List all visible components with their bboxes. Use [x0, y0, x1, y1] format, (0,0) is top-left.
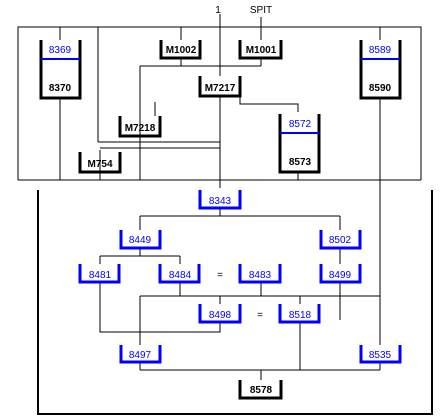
node-label-8502: 8502 [329, 235, 352, 246]
connector-lines [17, 14, 433, 415]
node-label-8343: 8343 [209, 196, 232, 207]
top-label-spit: SPIT [250, 5, 272, 16]
node-8449[interactable]: 8449 [119, 230, 162, 250]
node-label-8535: 8535 [369, 350, 392, 361]
node-label-8483: 8483 [249, 270, 272, 281]
line-8481-to-8498 [99, 282, 221, 333]
node-label-8578: 8578 [250, 385, 273, 396]
node-label-8498: 8498 [209, 310, 232, 321]
node-label-8518: 8518 [289, 310, 312, 321]
outer-bracket [37, 190, 433, 415]
node-label-m1001: M1001 [246, 45, 277, 56]
node-label-8573: 8573 [289, 157, 312, 168]
node-m1001[interactable]: M1001 [238, 40, 283, 60]
node-8518[interactable]: 8518 [278, 304, 321, 324]
node-label-8499: 8499 [329, 270, 352, 281]
node-label-m7218: M7218 [125, 123, 156, 134]
node-label-m7217: M7217 [205, 83, 236, 94]
node-8369-8370[interactable]: 8369 8370 [39, 40, 82, 100]
node-8535[interactable]: 8535 [359, 345, 402, 364]
node-label-8370: 8370 [49, 83, 72, 94]
node-label-m754: M754 [87, 159, 112, 170]
node-8499[interactable]: 8499 [319, 264, 362, 284]
node-label-8481: 8481 [89, 270, 112, 281]
node-8572-8573[interactable]: 8572 8573 [278, 114, 321, 174]
node-label-8572: 8572 [289, 119, 312, 130]
line-m7217-to-8572 [239, 76, 299, 112]
node-label-8484: 8484 [169, 270, 192, 281]
node-8502[interactable]: 8502 [319, 230, 362, 250]
node-8498[interactable]: 8498 [198, 304, 242, 324]
node-8497[interactable]: 8497 [119, 345, 162, 364]
node-8343[interactable]: 8343 [198, 190, 242, 210]
equals-sign: = [217, 270, 223, 281]
node-label-8449: 8449 [129, 235, 152, 246]
node-m1002[interactable]: M1002 [159, 40, 202, 60]
node-m7218[interactable]: M7218 [118, 116, 162, 138]
node-label-m1002: M1002 [166, 45, 197, 56]
node-label-8497: 8497 [129, 350, 152, 361]
top-label-1: 1 [215, 5, 221, 16]
node-8578[interactable]: 8578 [238, 380, 283, 400]
equals-sign: = [257, 310, 263, 321]
node-m7217[interactable]: M7217 [198, 76, 242, 98]
node-8481[interactable]: 8481 [78, 264, 121, 284]
node-8483[interactable]: 8483 [238, 264, 282, 284]
node-label-8590: 8590 [369, 83, 392, 94]
node-label-8369: 8369 [49, 45, 72, 56]
node-label-8589: 8589 [369, 45, 392, 56]
node-8484[interactable]: 8484 [158, 264, 201, 284]
node-8589-8590[interactable]: 8589 8590 [359, 40, 402, 100]
node-m754[interactable]: M754 [78, 152, 122, 174]
